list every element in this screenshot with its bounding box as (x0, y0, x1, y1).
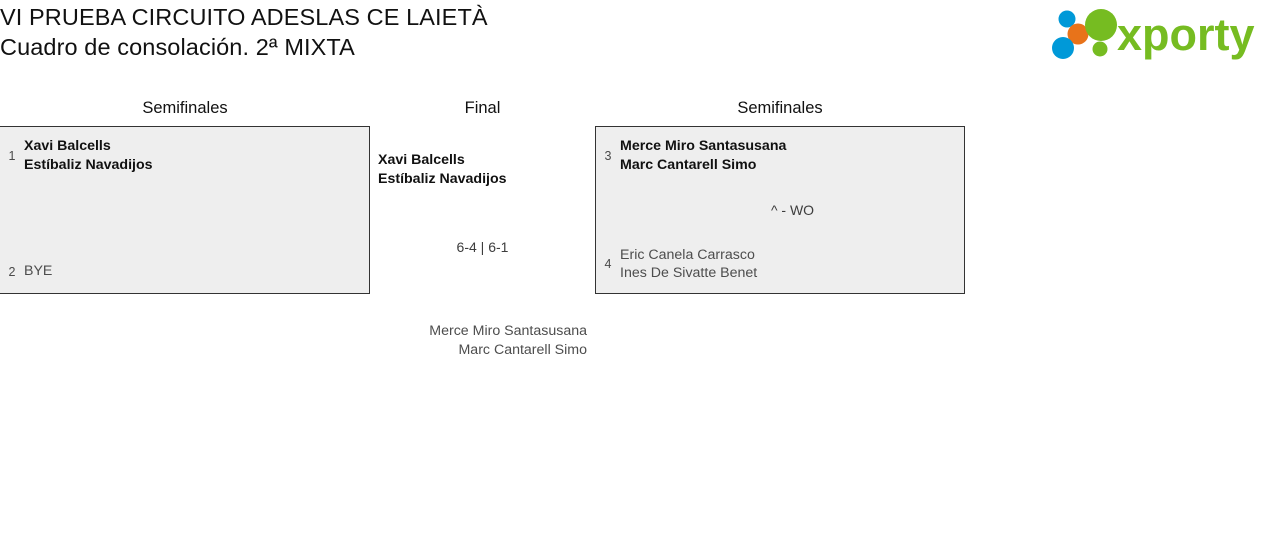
tournament-title: VI PRUEBA CIRCUITO ADESLAS CE LAIETÀ (0, 4, 488, 30)
player-name: Xavi Balcells (378, 152, 465, 168)
tournament-subtitle: Cuadro de consolación. 2ª MIXTA (0, 34, 355, 60)
match-slot-seed3[interactable]: 3 Merce Miro Santasusana Marc Cantarell … (596, 137, 787, 174)
logo-dot-green-small (1092, 41, 1108, 57)
seed-number-2: 2 (8, 264, 16, 279)
team-names-seed4: Eric Canela Carrasco Ines De Sivatte Ben… (620, 246, 757, 283)
final-column: Xavi Balcells Estíbaliz Navadijos 6-4 | … (370, 126, 595, 358)
round-header-final: Final (464, 99, 501, 117)
player-name: Ines De Sivatte Benet (620, 265, 758, 282)
logo-dot-blue-top (1058, 10, 1076, 28)
logo-dot-orange (1067, 23, 1089, 45)
player-name: Eric Canela Carrasco (620, 246, 755, 263)
player-name: Merce Miro Santasusana (620, 138, 787, 154)
final-score: 6-4 | 6-1 (456, 239, 509, 255)
bracket-container: Semifinales Final Semifinales 1 Xavi Bal… (0, 88, 1280, 388)
logo-dot-green-big (1085, 9, 1117, 41)
seed-number-4: 4 (604, 257, 612, 272)
xporty-logo[interactable]: xporty (1042, 4, 1274, 62)
round-header-right-semifinals: Semifinales (737, 99, 823, 117)
match-box-right-semifinal[interactable]: 3 Merce Miro Santasusana Marc Cantarell … (595, 126, 965, 294)
match-score-right: ^ - WO (770, 202, 815, 218)
team-names-seed3: Merce Miro Santasusana Marc Cantarell Si… (620, 137, 786, 174)
logo-wordmark: xporty (1117, 9, 1255, 60)
logo-dot-blue-bottom (1052, 37, 1074, 59)
bye-label: BYE (24, 263, 53, 280)
match-slot-seed1[interactable]: 1 Xavi Balcells Estíbaliz Navadijos (0, 137, 153, 174)
final-runnerup-team[interactable]: Merce Miro Santasusana Marc Cantarell Si… (429, 322, 587, 361)
round-header-left-semifinals: Semifinales (142, 99, 228, 117)
page-header: VI PRUEBA CIRCUITO ADESLAS CE LAIETÀ Cua… (0, 0, 1280, 88)
page-title: VI PRUEBA CIRCUITO ADESLAS CE LAIETÀ Cua… (0, 2, 488, 62)
match-slot-seed4[interactable]: 4 Eric Canela Carrasco Ines De Sivatte B… (596, 246, 758, 283)
match-box-left-semifinal[interactable]: 1 Xavi Balcells Estíbaliz Navadijos 2 BY… (0, 126, 370, 294)
player-name: Merce Miro Santasusana (429, 323, 587, 339)
player-name: Xavi Balcells (24, 138, 111, 154)
seed-number-1: 1 (8, 148, 16, 163)
team-names-seed1: Xavi Balcells Estíbaliz Navadijos (24, 137, 153, 174)
match-slot-seed2[interactable]: 2 BYE (0, 262, 53, 281)
seed-number-3: 3 (604, 148, 612, 163)
final-winner-team[interactable]: Xavi Balcells Estíbaliz Navadijos (378, 151, 507, 190)
player-name: Estíbaliz Navadijos (378, 171, 507, 188)
player-name: Estíbaliz Navadijos (24, 156, 153, 173)
player-name: Marc Cantarell Simo (620, 156, 757, 173)
player-name: Marc Cantarell Simo (458, 342, 587, 359)
